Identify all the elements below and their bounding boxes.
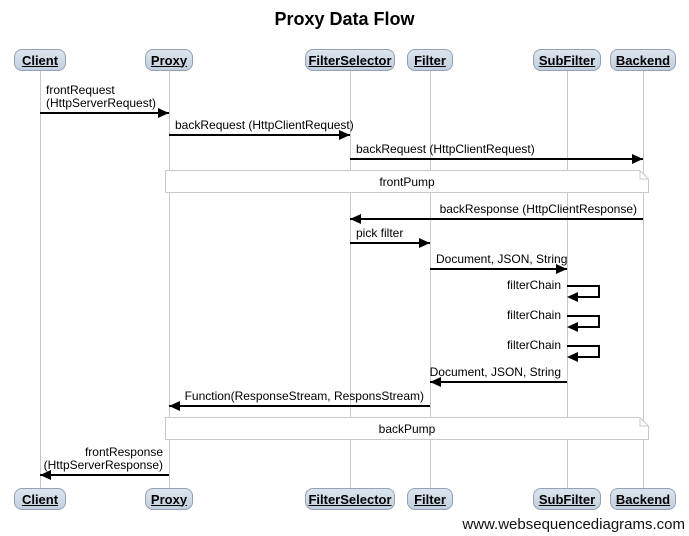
message-label-line: Function(ResponseStream, ResponsStream) [184,389,424,403]
arrowhead-icon [567,322,578,332]
arrowhead-icon [40,470,51,480]
self-call-label: filterChain [506,338,561,352]
lifeline-backend [643,71,644,488]
lifeline-client [40,71,41,488]
watermark: www.websequencediagrams.com [462,516,685,533]
note-shape [165,170,649,193]
message-line [430,268,567,270]
self-call-line-bottom [577,296,600,298]
diagram-title: Proxy Data Flow [274,9,415,29]
message-label: pick filter [356,227,403,240]
message-label: backRequest (HttpClientRequest) [356,143,535,156]
arrowhead-icon [567,352,578,362]
note-shape [165,417,649,440]
message-label-line: (HttpServerResponse) [43,458,163,472]
note-label: backPump [378,422,436,436]
self-call-line-top [567,345,600,347]
self-call-label: filterChain [506,308,561,322]
arrowhead-icon [169,401,180,411]
self-call-line-right [598,345,600,358]
actor-box-client-top: Client [14,49,66,71]
message-label-line: backRequest (HttpClientRequest) [175,118,354,132]
message-line [169,134,350,136]
arrowhead-icon [350,214,361,224]
arrowhead-icon [430,377,441,387]
actor-box-proxy-top: Proxy [145,49,193,71]
message-label-line: frontResponse [84,445,163,459]
message-label: Document, JSON, String [430,366,561,379]
message-line [350,242,430,244]
message-label-line: frontRequest [46,83,115,97]
actor-box-backend-top: Backend [610,49,676,71]
note-band-backPump [165,417,649,440]
actor-box-proxy-bottom: Proxy [145,488,193,510]
actor-box-backend-bottom: Backend [610,488,676,510]
lifeline-subfilter [567,71,568,488]
arrowhead-icon [567,292,578,302]
self-call-label: filterChain [506,278,561,292]
arrowhead-icon [158,108,169,118]
message-label-line: Document, JSON, String [436,252,568,266]
message-line [430,381,567,383]
actor-box-client-bottom: Client [14,488,66,510]
arrowhead-icon [339,130,350,140]
message-label: backRequest (HttpClientRequest) [175,119,354,132]
message-line [169,405,430,407]
self-call-line-right [598,285,600,298]
arrowhead-icon [632,154,643,164]
actor-box-filterselector-top: FilterSelector [305,49,395,71]
message-label: Function(ResponseStream, ResponsStream) [185,390,424,403]
arrowhead-icon [419,238,430,248]
actor-box-subfilter-top: SubFilter [533,49,601,71]
self-call-line-bottom [577,326,600,328]
self-call-line-top [567,315,600,317]
message-line [40,112,169,114]
message-label-line: Document, JSON, String [429,365,561,379]
self-call-line-right [598,315,600,328]
note-band-frontPump [165,170,649,193]
actor-box-filter-bottom: Filter [407,488,453,510]
message-label: Document, JSON, String [436,253,567,266]
lifeline-filter [430,71,431,488]
message-label-line: (HttpServerRequest) [46,96,157,110]
message-line [350,218,643,220]
actor-box-filter-top: Filter [407,49,453,71]
message-line [350,158,643,160]
self-call-line-top [567,285,600,287]
message-label-line: backResponse (HttpClientResponse) [439,202,637,216]
message-label-line: pick filter [356,226,404,240]
actor-box-subfilter-bottom: SubFilter [533,488,601,510]
message-label: frontRequest(HttpServerRequest) [46,84,156,110]
lifeline-filterselector [350,71,351,488]
self-call-line-bottom [577,356,600,358]
actor-box-filterselector-bottom: FilterSelector [305,488,395,510]
message-label-line: backRequest (HttpClientRequest) [356,142,535,156]
message-label: frontResponse(HttpServerResponse) [44,446,163,472]
message-label: backResponse (HttpClientResponse) [440,203,637,216]
note-label: frontPump [379,175,435,189]
arrowhead-icon [556,264,567,274]
message-line [40,474,169,476]
lifeline-proxy [169,71,170,488]
